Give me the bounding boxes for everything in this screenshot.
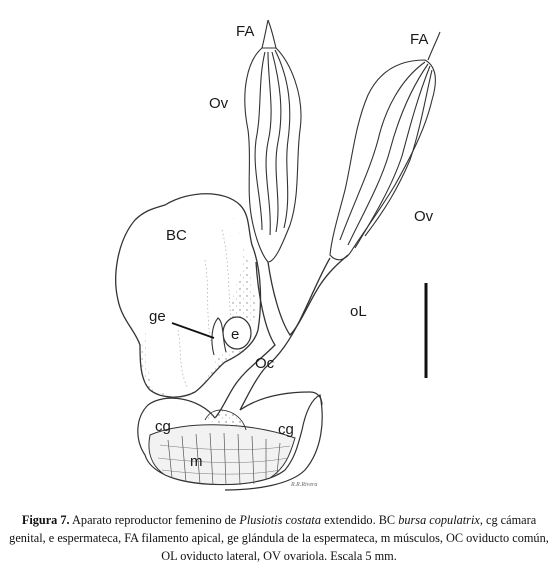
label-bc: BC (166, 227, 187, 244)
label-oc: Oc (255, 355, 275, 372)
caption-species: Plusiotis costata (239, 513, 321, 527)
spermatheca-gland (211, 317, 227, 356)
genital-chamber (137, 391, 323, 491)
caption-text-3: , cg cámara genital, e espermateca, FA f… (9, 513, 549, 563)
label-m: m (190, 453, 203, 470)
label-ov-right: Ov (414, 208, 434, 225)
left-ovarioles (244, 19, 302, 263)
label-e: e (231, 326, 239, 343)
label-ov-left: Ov (209, 95, 229, 112)
caption-text-2: extendido. BC (321, 513, 399, 527)
label-fa-left: FA (236, 23, 254, 40)
caption-term: bursa copulatrix (398, 513, 480, 527)
label-ge: ge (149, 308, 166, 325)
oviducts (214, 254, 349, 419)
label-ol: oL (350, 303, 367, 320)
reproductive-system-illustration: FA FA Ov Ov BC ge e oL Oc cg cg m R.R.Ri… (115, 19, 441, 491)
label-cg-right: cg (278, 421, 294, 438)
label-cg-left: cg (155, 418, 171, 435)
label-fa-right: FA (410, 31, 428, 48)
ge-pointer-line (171, 322, 215, 339)
artist-signature: R.R.Rivera (290, 482, 317, 488)
right-ovarioles (329, 31, 441, 261)
caption-text-1: Aparato reproductor femenino de (69, 513, 240, 527)
bursa-copulatrix (115, 193, 262, 398)
figure-caption: Figura 7. Aparato reproductor femenino d… (4, 511, 554, 565)
caption-figure-number: Figura 7. (21, 513, 70, 527)
